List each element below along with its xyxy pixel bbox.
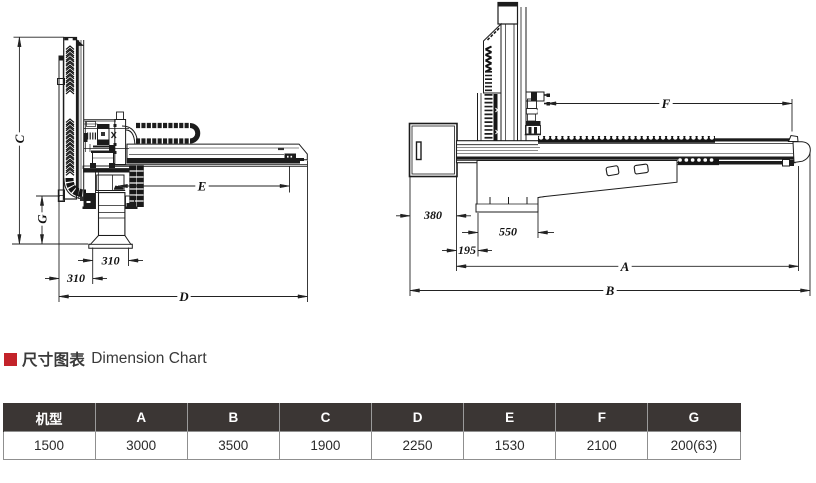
svg-text:B: B [605,283,615,298]
svg-text:F: F [661,96,671,111]
svg-text:C: C [12,134,27,143]
svg-text:A: A [620,259,630,274]
svg-text:195: 195 [458,243,476,257]
svg-text:380: 380 [423,208,442,222]
svg-text:G: G [35,214,50,224]
svg-text:310: 310 [101,253,120,267]
svg-text:550: 550 [499,225,517,239]
svg-text:D: D [178,289,189,304]
svg-text:E: E [197,179,207,194]
svg-text:310: 310 [66,271,85,285]
